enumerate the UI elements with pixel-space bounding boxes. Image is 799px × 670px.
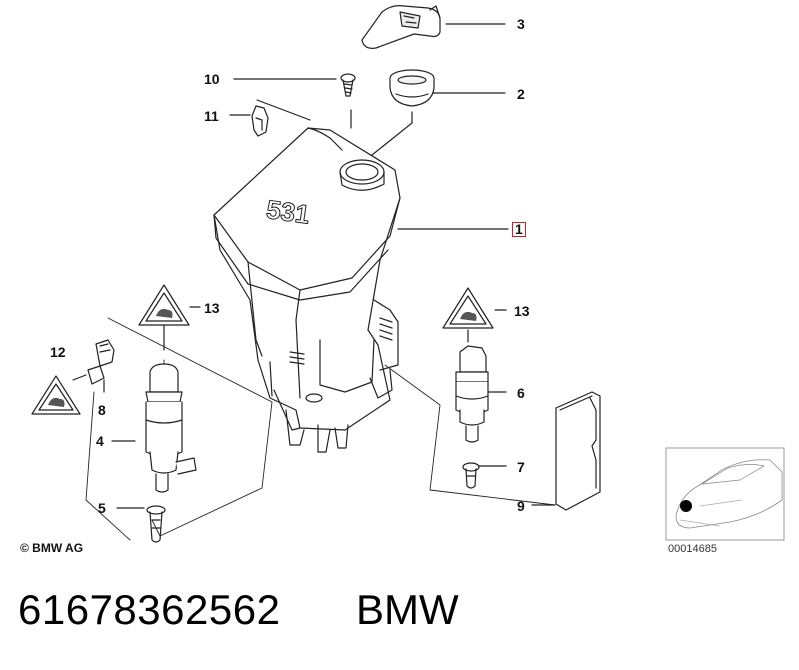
grommet-right xyxy=(462,462,480,489)
inset-image-code: 00014685 xyxy=(668,543,717,555)
connector xyxy=(87,339,115,385)
assembly-lines xyxy=(85,317,556,541)
warning-triangle-icon xyxy=(31,375,81,415)
callout-9: 9 xyxy=(517,498,525,514)
callout-11: 11 xyxy=(204,108,219,124)
callout-6: 6 xyxy=(517,385,525,401)
cover-plate xyxy=(555,391,601,511)
callout-8: 8 xyxy=(98,402,106,418)
washer-pump-left xyxy=(145,363,197,493)
washer-fluid-reservoir: 531 xyxy=(213,127,401,453)
tank-stamp: 531 xyxy=(264,194,311,230)
car-location-icon xyxy=(680,500,692,512)
callout-1: 1 xyxy=(512,222,526,237)
callout-4: 4 xyxy=(96,433,104,449)
warning-triangle-icon xyxy=(138,284,190,326)
part-number: 61678362562 xyxy=(18,586,281,633)
callout-13-right: 13 xyxy=(514,303,530,319)
washer-pump-right xyxy=(455,345,489,443)
filler-neck xyxy=(389,69,435,107)
warning-triangle-icon xyxy=(442,287,494,329)
callout-7: 7 xyxy=(517,459,525,475)
callout-5: 5 xyxy=(98,500,106,516)
copyright-notice: © BMW AG xyxy=(20,541,84,555)
clip-nut xyxy=(251,105,269,137)
callout-2: 2 xyxy=(517,86,525,102)
grommet-left xyxy=(146,505,166,543)
vehicle-location-inset xyxy=(665,447,785,541)
reservoir-cap xyxy=(361,5,441,49)
callout-13-left: 13 xyxy=(204,300,220,316)
callout-3: 3 xyxy=(517,16,525,32)
leader-lines xyxy=(72,23,556,509)
screw xyxy=(340,73,356,97)
brand-name: BMW xyxy=(356,586,459,633)
callout-12: 12 xyxy=(50,344,66,360)
callout-10: 10 xyxy=(204,71,220,87)
